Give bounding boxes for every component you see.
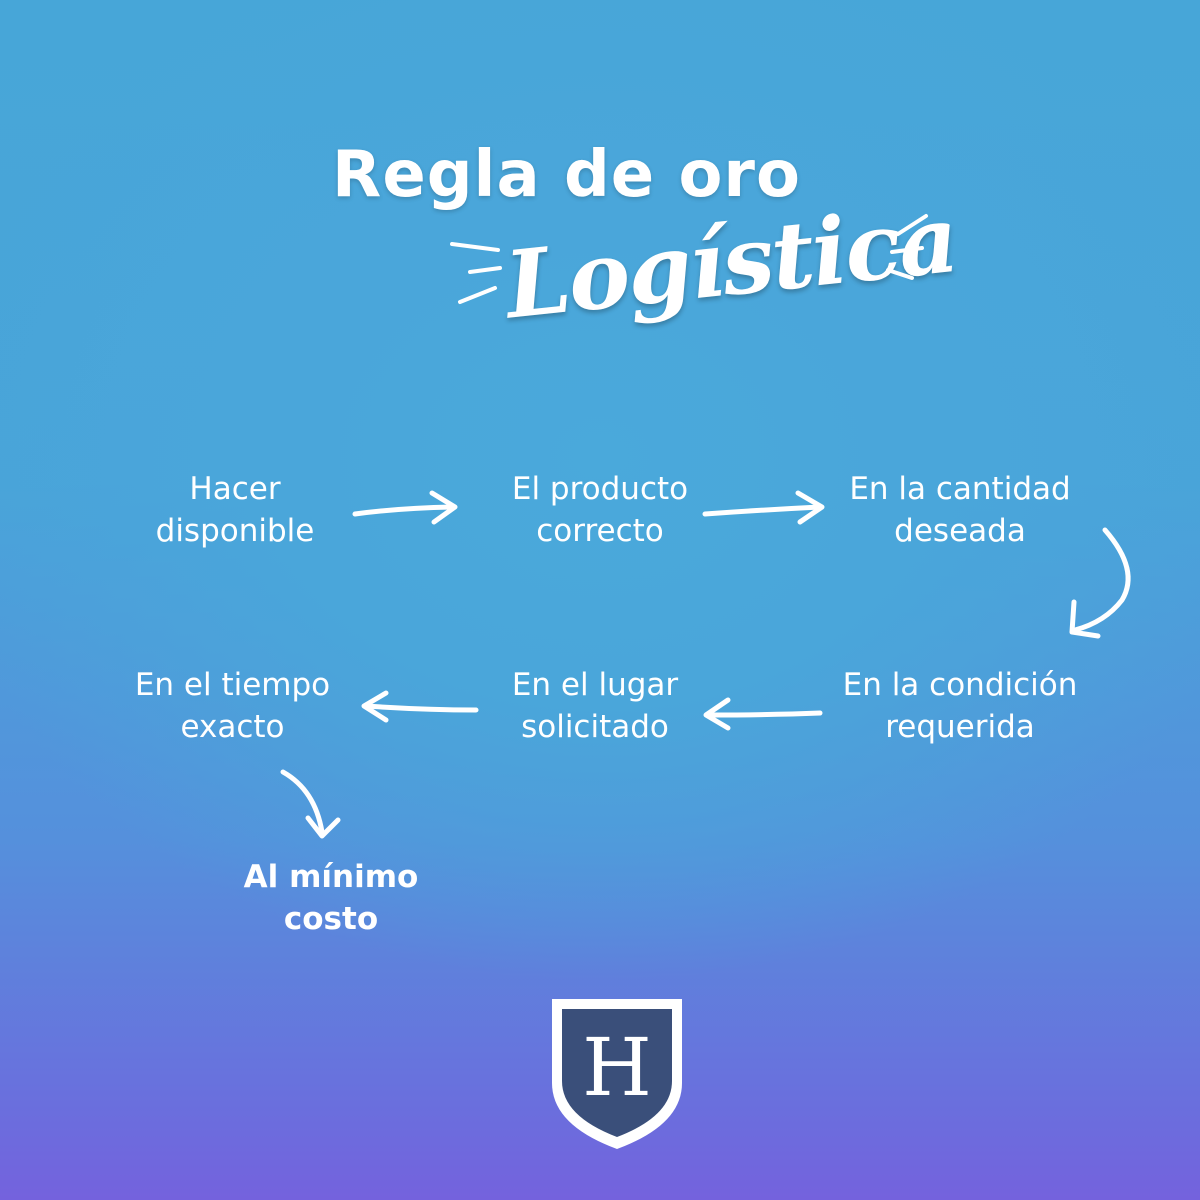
arrow-step3-to-step4 xyxy=(1069,527,1131,639)
step-5: En el lugar solicitado xyxy=(475,664,715,748)
step-2-line2: correcto xyxy=(536,513,664,549)
step-6: En el tiempo exacto xyxy=(100,664,365,748)
step-1-line2: disponible xyxy=(155,513,315,549)
subtitle-right-dashes xyxy=(886,214,928,280)
step-2: El producto correcto xyxy=(470,468,730,552)
logo-letter: H xyxy=(582,1021,652,1114)
arrow-step2-to-step3 xyxy=(702,490,825,525)
step-1-line1: Hacer xyxy=(189,471,281,507)
step-4-line1: En la condición xyxy=(842,667,1078,703)
step-5-line1: En el lugar xyxy=(511,667,679,703)
step-3-line1: En la cantidad xyxy=(849,471,1071,507)
step-7-line1: Al mínimo xyxy=(243,859,419,895)
step-5-line2: solicitado xyxy=(521,709,669,745)
step-4: En la condición requerida xyxy=(805,664,1115,748)
step-3-line2: deseada xyxy=(894,513,1026,549)
step-7-final: Al mínimo costo xyxy=(211,856,451,940)
step-4-line2: requerida xyxy=(885,709,1035,745)
subtitle-left-dashes xyxy=(450,242,502,304)
step-1: Hacer disponible xyxy=(110,468,360,552)
arrow-step4-to-step5 xyxy=(703,697,823,731)
step-6-line1: En el tiempo xyxy=(134,667,331,703)
step-2-line1: El producto xyxy=(511,471,689,507)
step-7-line2: costo xyxy=(283,901,379,937)
arrow-step5-to-step6 xyxy=(361,690,479,723)
shield-logo: H xyxy=(546,995,688,1157)
step-3: En la cantidad deseada xyxy=(815,468,1105,552)
step-6-line2: exacto xyxy=(180,709,285,745)
arrow-step6-to-step7 xyxy=(280,769,341,839)
diagram-title: Regla de oro xyxy=(332,138,801,212)
arrow-step1-to-step2 xyxy=(352,490,458,525)
